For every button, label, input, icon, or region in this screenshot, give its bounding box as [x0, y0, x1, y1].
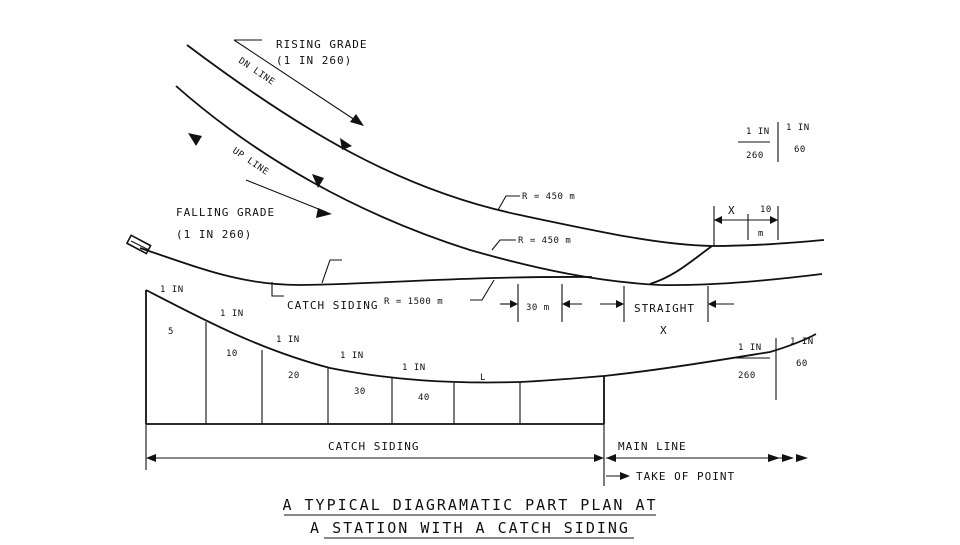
- dn-line-track: [186, 44, 825, 247]
- straight-x-mark: X: [660, 324, 668, 337]
- rising-grade-label: RISING GRADE: [276, 38, 367, 51]
- radius-up-leader: R = 450 m: [491, 236, 571, 251]
- segment-3-bottom: 20: [288, 371, 300, 381]
- grade-bot-1in-a: 1 IN: [738, 343, 762, 353]
- segment-4-bottom: 30: [354, 387, 366, 397]
- rising-grade-arrow-icon: [233, 39, 364, 126]
- dim-30m-label: 30 m: [526, 303, 550, 313]
- profile-curve: [145, 289, 605, 384]
- m-label: m: [758, 229, 764, 239]
- segment-4-top: 1 IN: [340, 351, 364, 361]
- take-off-point-label: TAKE OF POINT: [636, 470, 735, 483]
- buffer-stop-icon: [125, 234, 152, 255]
- grade-top-1in-a: 1 IN: [746, 127, 770, 137]
- grade-bot-60: 60: [796, 359, 808, 369]
- main-line-label: MAIN LINE: [618, 440, 687, 453]
- segment-1-top: 1 IN: [160, 285, 184, 295]
- grade-bot-260: 260: [738, 371, 756, 381]
- dim-straight: STRAIGHT X: [600, 286, 734, 337]
- segment-6-bottom: L: [480, 373, 486, 383]
- extent-dimension: CATCH SIDING MAIN LINE TAKE OF POINT: [145, 424, 808, 486]
- segment-2-bottom: 10: [226, 349, 238, 359]
- main-line-profile: [603, 333, 817, 377]
- grade-top-260: 260: [746, 151, 764, 161]
- grade-top-right: 1 IN 260 1 IN 60: [738, 122, 810, 162]
- dn-line-direction-arrow-icon: [340, 138, 352, 150]
- falling-grade-label: FALLING GRADE: [176, 206, 275, 219]
- segment-3-top: 1 IN: [276, 335, 300, 345]
- segment-2-top: 1 IN: [220, 309, 244, 319]
- up-line-start-arrow-icon: [188, 133, 202, 146]
- up-line-label: UP LINE: [230, 146, 270, 177]
- title-line-2: A STATION WITH A CATCH SIDING: [310, 519, 630, 537]
- x-dim-label: X: [728, 204, 736, 217]
- radius-up-label: R = 450 m: [518, 236, 571, 246]
- dim-30m: 30 m: [500, 284, 582, 322]
- grade-top-1in-b: 1 IN: [786, 123, 810, 133]
- grade-bot-1in-b: 1 IN: [790, 337, 814, 347]
- segment-1-bottom: 5: [168, 327, 174, 337]
- ten-label: 10: [760, 205, 772, 215]
- catch-siding-leader: CATCH SIDING: [271, 259, 378, 312]
- profile-section: 1 IN 5 1 IN 10 1 IN 20 1 IN 30 1 IN 40 L…: [145, 285, 817, 425]
- diagram-title: A TYPICAL DIAGRAMATIC PART PLAN AT A STA…: [282, 496, 657, 539]
- radius-dn-leader: R = 450 m: [497, 192, 575, 211]
- dim-x-10m: X 10 m: [713, 204, 779, 246]
- radius-siding-leader: R = 1500 m: [384, 279, 495, 307]
- catch-siding-extent-label: CATCH SIDING: [328, 440, 419, 453]
- segment-5-top: 1 IN: [402, 363, 426, 373]
- catch-siding-track: [139, 247, 593, 286]
- dn-line-label: DN LINE: [236, 56, 276, 87]
- title-line-1: A TYPICAL DIAGRAMATIC PART PLAN AT: [282, 496, 657, 514]
- up-line-track: [175, 85, 823, 286]
- radius-siding-label: R = 1500 m: [384, 297, 443, 307]
- radius-dn-label: R = 450 m: [522, 192, 575, 202]
- segment-5-bottom: 40: [418, 393, 430, 403]
- rising-grade-ratio: (1 IN 260): [276, 54, 352, 67]
- up-line-direction-arrow-icon: [312, 174, 324, 188]
- turnout-curve: [649, 245, 713, 285]
- grade-top-60: 60: [794, 145, 806, 155]
- falling-grade-ratio: (1 IN 260): [176, 228, 252, 241]
- straight-label: STRAIGHT: [634, 302, 695, 315]
- catch-siding-label: CATCH SIDING: [287, 299, 378, 312]
- falling-grade-arrow-icon: [245, 179, 332, 218]
